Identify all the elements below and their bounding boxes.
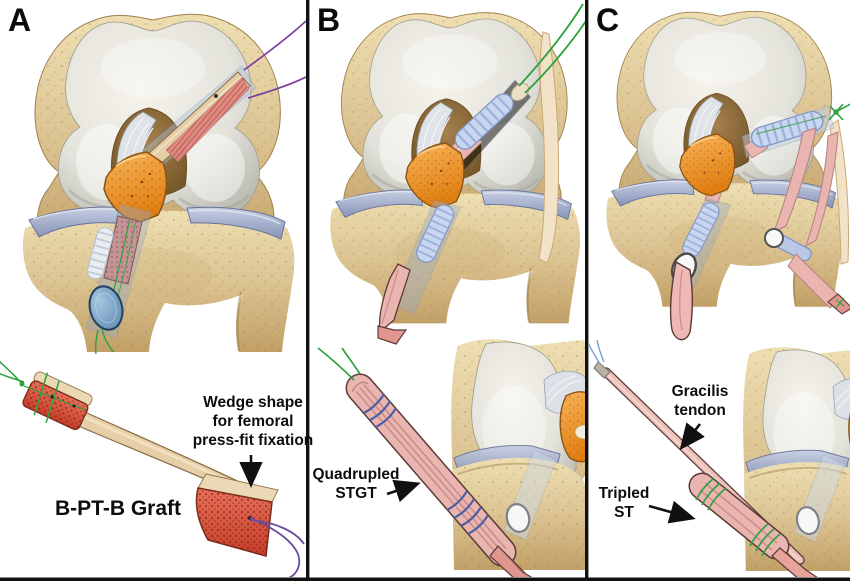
tripled-st-arrow bbox=[648, 500, 696, 524]
purple-sutures bbox=[243, 20, 306, 99]
panel-a-illustration bbox=[0, 12, 306, 577]
tripled-st-label: Tripled ST bbox=[598, 485, 650, 522]
quadrupled-stgt-label: Quadrupled STGT bbox=[312, 466, 400, 503]
femoral-tunnel-screw-c bbox=[741, 103, 850, 159]
tibial-tunnel-fixation-a bbox=[85, 203, 153, 355]
tibial-tunnel-screw-b bbox=[377, 199, 462, 345]
tripled-st-graft-drawing bbox=[688, 472, 818, 577]
panel-label-a: A bbox=[8, 2, 32, 38]
panel-label-b: B bbox=[317, 2, 341, 38]
panel-c-illustration bbox=[589, 9, 850, 577]
wedge-note-label: Wedge shape for femoral press-fit fixati… bbox=[192, 394, 314, 450]
distal-bone-block bbox=[195, 473, 279, 557]
hamstring-bands-lateral-c bbox=[764, 127, 850, 315]
fixation-button bbox=[88, 285, 124, 331]
panel-label-c: C bbox=[596, 2, 620, 38]
gracilis-arrow bbox=[679, 422, 705, 451]
quadrupled-stgt-arrow bbox=[386, 479, 421, 503]
proximal-bone-block bbox=[22, 371, 93, 431]
quadrupled-stgt-graft-drawing bbox=[317, 347, 533, 577]
bptb-graft-label: B-PT-B Graft bbox=[55, 497, 181, 520]
gracilis-tendon-label: Gracilis tendon bbox=[671, 383, 729, 420]
bottom-border bbox=[0, 577, 850, 581]
panel-b-illustration bbox=[317, 3, 585, 577]
bptb-graft-in-femoral-tunnel bbox=[141, 65, 257, 171]
lateral-ligament-band bbox=[538, 31, 560, 264]
panel-divider-bc bbox=[585, 0, 589, 581]
bptb-graft-drawing bbox=[0, 360, 305, 577]
tibial-tunnel-screw-c bbox=[669, 197, 732, 341]
panel-divider-ab bbox=[306, 0, 310, 581]
